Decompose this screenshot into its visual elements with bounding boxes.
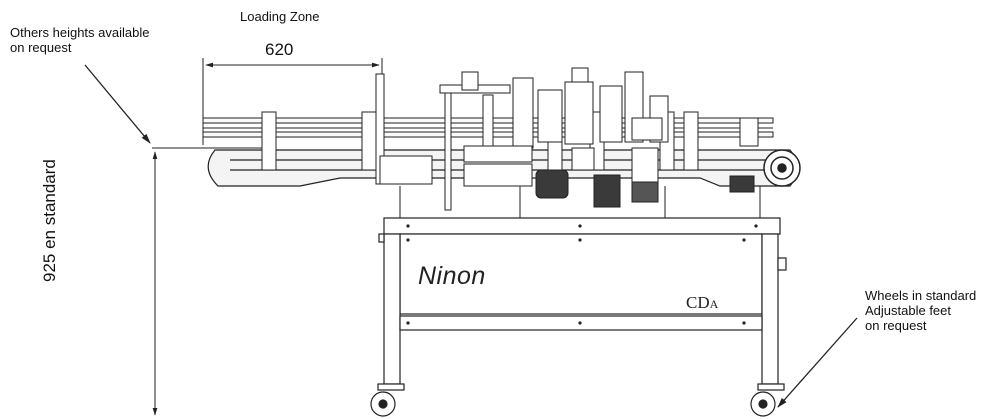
model-main: CD — [686, 293, 710, 312]
model-suffix: A — [709, 297, 719, 311]
other-heights-note: Others heights available on request — [10, 25, 149, 55]
support-posts — [399, 186, 761, 218]
wheels-note: Wheels in standard Adjustable feet on re… — [865, 288, 976, 333]
loading-zone-dimension-value: 620 — [265, 40, 294, 59]
height-dimension-value: 925 en standard — [40, 159, 59, 282]
brand-logo: Ninon — [418, 262, 486, 290]
motor-icon — [535, 169, 755, 208]
labeling-head-cluster — [439, 67, 669, 149]
wheels-line-1: Wheels in standard — [865, 288, 977, 303]
loading-zone-label: Loading Zone — [240, 9, 320, 24]
wheels-line-3: on request — [865, 318, 927, 333]
model-name: CDA — [686, 293, 718, 313]
wheels-line-2: Adjustable feet — [865, 303, 952, 318]
control-boxes — [379, 145, 659, 187]
wheels-leader-arrow — [777, 317, 858, 408]
other-heights-line-1: Others heights available — [10, 25, 150, 40]
roller-icon — [763, 149, 801, 187]
other-heights-line-2: on request — [10, 40, 72, 55]
heights-leader-arrow — [84, 64, 151, 144]
caster-wheel-icon — [370, 383, 785, 417]
machine-frame — [378, 217, 787, 385]
guide-post — [375, 73, 494, 211]
frame-screws — [406, 224, 758, 325]
height-dimension — [152, 147, 270, 416]
